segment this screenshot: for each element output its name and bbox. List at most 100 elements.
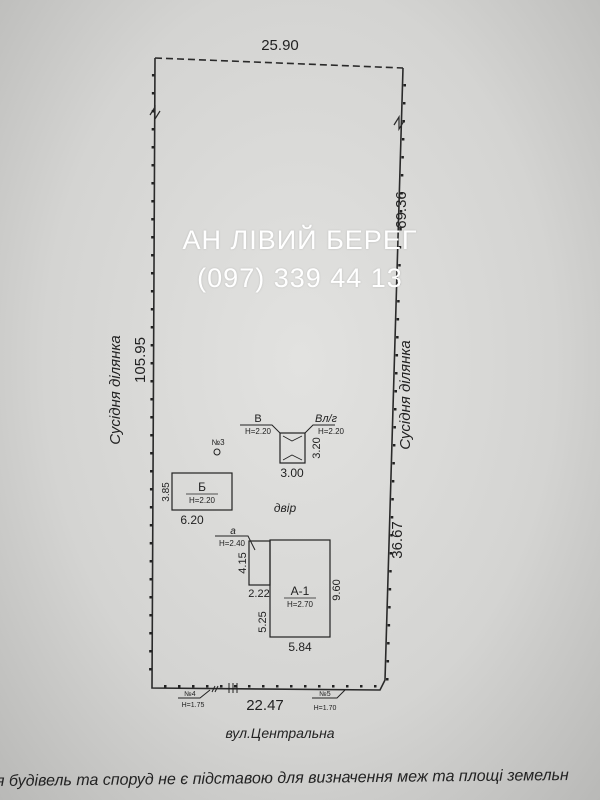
building-b: [171, 472, 233, 511]
boundary-tick: [178, 685, 181, 688]
boundary-tick: [192, 685, 195, 688]
boundary-tick: [262, 685, 265, 688]
boundary-tick: [149, 650, 152, 653]
boundary-tick: [151, 92, 155, 95]
boundary-tick: [151, 182, 154, 185]
boundary-tick: [149, 488, 153, 491]
boundary-tick: [387, 624, 391, 627]
watermark-phone: (097) 339 44 13: [197, 263, 403, 293]
boundary-tick: [220, 685, 223, 688]
boundary-tick: [391, 498, 394, 501]
boundary-tick: [151, 146, 155, 149]
boundary-tick: [149, 614, 152, 617]
boundary-tick: [386, 660, 390, 663]
dim-right-upper: 69.36: [393, 191, 410, 229]
building-a1-height: H=2.70: [287, 600, 314, 609]
building-a-width: 2.22: [248, 588, 269, 600]
boundary-tick: [151, 110, 155, 113]
building-a1-label: А-1: [291, 584, 310, 598]
boundary-tick: [150, 434, 153, 437]
well-icon: [213, 448, 221, 456]
boundary-tick: [374, 685, 377, 688]
boundary-tick: [150, 308, 154, 311]
boundary-ticks: [149, 74, 406, 688]
boundary-tick: [150, 380, 153, 383]
boundary-tick: [389, 570, 392, 573]
boundary-tick: [149, 506, 153, 509]
boundary-tick: [149, 524, 153, 527]
building-vlg-label: Вл/г: [315, 413, 338, 425]
boundary-tick: [318, 685, 321, 688]
building-a-height: H=2.40: [219, 539, 246, 548]
dim-right-lower: 36.67: [389, 521, 406, 559]
boundary-tick: [397, 282, 401, 285]
boundary-tick: [151, 128, 155, 131]
boundary-tick: [397, 300, 400, 303]
boundary-tick: [290, 685, 293, 688]
boundary-tick: [248, 685, 251, 688]
building-a-depth: 4.15: [237, 552, 249, 573]
boundary-tick: [149, 632, 152, 635]
well-label: №3: [211, 438, 225, 447]
boundary-tick: [395, 372, 398, 375]
boundary-tick: [386, 678, 389, 681]
boundary-tick: [150, 470, 153, 473]
building-v: [240, 424, 335, 464]
boundary-tick: [276, 685, 279, 688]
boundary-tick: [396, 336, 399, 339]
boundary-tick: [402, 120, 405, 123]
gate-4-label: №4: [184, 691, 196, 698]
building-a1-depth: 9.60: [331, 579, 343, 600]
building-b-label: Б: [198, 480, 206, 494]
dim-left: 105.95: [132, 337, 149, 383]
boundary-tick: [150, 416, 153, 419]
boundary-tick: [400, 174, 404, 177]
yard-label: двір: [274, 501, 297, 515]
boundary-tick: [150, 272, 154, 275]
boundary-tick: [150, 326, 154, 329]
gate-4-height: H=1.75: [182, 702, 205, 709]
boundary-tick: [149, 560, 153, 563]
boundary-tick: [150, 452, 153, 455]
boundary-tick: [360, 685, 363, 688]
boundary-tick: [149, 668, 152, 671]
boundary-tick: [149, 542, 153, 545]
neighbor-left: Сусідня ділянка: [107, 335, 124, 445]
building-v-label: В: [254, 413, 261, 425]
boundary-tick: [395, 354, 399, 357]
boundary-tick: [332, 685, 335, 688]
building-vlg-depth: 3.20: [311, 437, 323, 458]
boundary-tick: [150, 344, 154, 347]
street-name: вул.Центральна: [225, 725, 334, 741]
gate-marks: [178, 683, 346, 699]
boundary-tick: [388, 588, 392, 591]
boundary-tick: [388, 606, 391, 609]
building-a1: [269, 539, 331, 638]
boundary-tick: [151, 254, 154, 257]
boundary-tick: [149, 578, 153, 581]
building-a1-width: 5.84: [288, 640, 312, 654]
building-b-width: 6.20: [180, 513, 204, 527]
boundary-tick: [234, 685, 237, 688]
building-a-label: а: [230, 526, 236, 537]
boundary-tick: [401, 156, 404, 159]
boundary-tick: [390, 534, 393, 537]
building-a1-offset: 5.25: [257, 611, 269, 632]
boundary-tick: [304, 685, 307, 688]
gate-5-label: №5: [319, 691, 331, 698]
boundary-tick: [150, 398, 153, 401]
boundary-tick: [396, 318, 400, 321]
watermark-agency: АН ЛІВИЙ БЕРЕГ: [182, 225, 418, 255]
boundary-tick: [151, 164, 154, 167]
boundary-tick: [399, 228, 402, 231]
boundary-tick: [392, 444, 396, 447]
boundary-tick: [399, 210, 403, 213]
boundary-tick: [206, 685, 209, 688]
gate-5-height: H=1.70: [314, 705, 337, 712]
boundary-tick: [401, 138, 405, 141]
plot-boundary: [149, 57, 405, 691]
boundary-tick: [150, 362, 154, 365]
boundary-tick: [149, 596, 152, 599]
dim-top: 25.90: [261, 37, 299, 54]
